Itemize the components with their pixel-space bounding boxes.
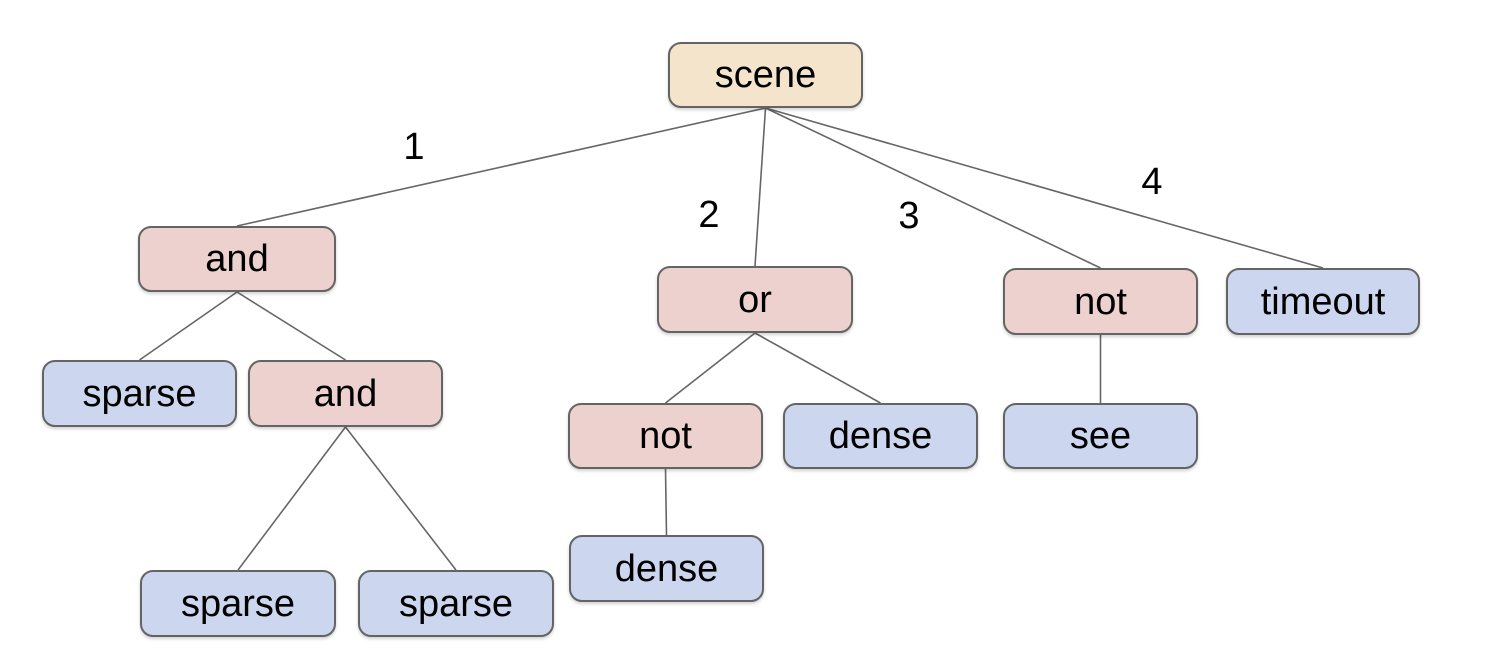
tree-node-not-2: not <box>568 403 763 469</box>
tree-edge-and-2-to-sparse-3 <box>344 426 457 571</box>
tree-node-dense-2: dense <box>569 535 764 602</box>
tree-node-or-1: or <box>657 266 853 333</box>
tree-edge-scene-to-timeout-1 <box>765 107 1324 269</box>
tree-node-and-2: and <box>248 360 443 427</box>
tree-edge-or-1-to-dense-1 <box>754 332 881 404</box>
tree-node-timeout-1: timeout <box>1226 268 1420 335</box>
edge-label-2: 2 <box>698 194 719 236</box>
tree-edge-not-2-to-dense-2 <box>664 468 668 536</box>
node-label: and <box>205 238 269 280</box>
tree-node-sparse-3: sparse <box>358 570 554 637</box>
tree-node-sparse-2: sparse <box>140 570 336 637</box>
tree-edge-scene-to-and-1 <box>236 107 766 227</box>
tree-edge-and-2-to-sparse-2 <box>237 426 347 571</box>
node-label: dense <box>614 547 719 590</box>
node-label: dense <box>828 415 933 457</box>
tree-node-not-1: not <box>1003 268 1198 335</box>
edge-label-1: 1 <box>403 126 424 168</box>
tree-node-scene: scene <box>668 42 863 108</box>
node-label: scene <box>714 54 817 96</box>
tree-edge-scene-to-or-1 <box>754 107 767 267</box>
node-label: and <box>313 372 378 415</box>
node-label: timeout <box>1260 280 1386 323</box>
tree-node-sparse-1: sparse <box>42 360 237 427</box>
tree-edge-and-1-to-and-2 <box>236 291 346 361</box>
node-label: not <box>639 415 692 457</box>
node-label: or <box>738 278 772 321</box>
edge-label-3: 3 <box>898 195 919 237</box>
node-label: not <box>1074 280 1127 323</box>
tree-node-see-1: see <box>1003 403 1198 469</box>
tree-edge-or-1-to-not-2 <box>665 332 756 404</box>
edge-label-4: 4 <box>1141 161 1162 203</box>
node-label: see <box>1069 415 1132 457</box>
node-label: sparse <box>82 372 197 415</box>
tree-node-and-1: and <box>138 226 336 292</box>
tree-node-dense-1: dense <box>783 403 978 469</box>
tree-edge-scene-to-not-1 <box>765 107 1101 269</box>
node-label: sparse <box>398 582 514 625</box>
tree-edge-and-1-to-sparse-1 <box>139 291 238 361</box>
node-label: sparse <box>180 582 296 625</box>
